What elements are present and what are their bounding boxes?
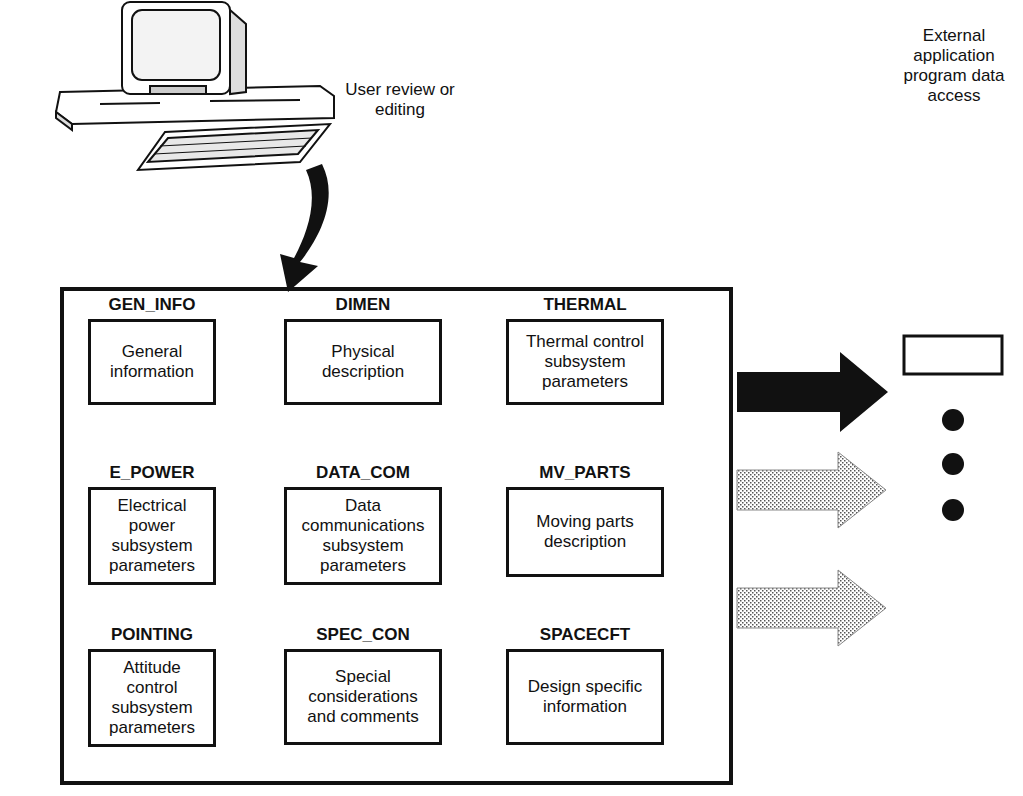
record-description: Physical description bbox=[293, 342, 433, 382]
record-box: Special considerations and comments bbox=[284, 649, 442, 745]
record-description: General information bbox=[97, 342, 207, 382]
record-box: Electrical power subsystem parameters bbox=[88, 487, 216, 585]
record-group: GEN_INFO General information bbox=[88, 295, 216, 405]
record-description: Thermal control subsystem parameters bbox=[515, 332, 655, 392]
record-group: THERMAL Thermal control subsystem paramet… bbox=[506, 295, 664, 405]
record-description: Attitude control subsystem parameters bbox=[97, 658, 207, 738]
record-name: E_POWER bbox=[88, 463, 216, 483]
record-name: SPEC_CON bbox=[284, 625, 442, 645]
data-file-box: GEN_INFO General information DIMEN Physical… bbox=[60, 287, 733, 785]
record-name: MV_PARTS bbox=[506, 463, 664, 483]
user-note: User review or editing bbox=[340, 80, 460, 120]
program-box bbox=[904, 336, 1002, 374]
record-description: Special considerations and comments bbox=[293, 667, 433, 727]
record-description: Electrical power subsystem parameters bbox=[97, 496, 207, 576]
record-description: Design specific information bbox=[515, 677, 655, 717]
record-description: Data communications subsystem parameters bbox=[293, 496, 433, 576]
record-name: GEN_INFO bbox=[88, 295, 216, 315]
record-box: Thermal control subsystem parameters bbox=[506, 319, 664, 405]
record-box: General information bbox=[88, 319, 216, 405]
record-box: Data communications subsystem parameters bbox=[284, 487, 442, 585]
record-box: Moving parts description bbox=[506, 487, 664, 577]
record-group: SPACECFT Design specific information bbox=[506, 625, 664, 745]
output-arrow bbox=[737, 452, 886, 528]
record-name: DIMEN bbox=[284, 295, 442, 315]
ellipsis-dot bbox=[942, 499, 964, 521]
record-group: MV_PARTS Moving parts description bbox=[506, 463, 664, 577]
output-note: External application program data access bbox=[898, 26, 1010, 106]
computer-icon bbox=[56, 2, 334, 170]
record-group: SPEC_CON Special considerations and comme… bbox=[284, 625, 442, 745]
ellipsis-dot bbox=[942, 453, 964, 475]
record-name: SPACECFT bbox=[506, 625, 664, 645]
record-box: Physical description bbox=[284, 319, 442, 405]
record-group: POINTING Attitude control subsystem param… bbox=[88, 625, 216, 747]
record-name: POINTING bbox=[88, 625, 216, 645]
record-group: DATA_COM Data communications subsystem pa… bbox=[284, 463, 442, 585]
input-arrow bbox=[280, 164, 329, 292]
output-arrow bbox=[737, 352, 888, 432]
record-description: Moving parts description bbox=[515, 512, 655, 552]
record-box: Attitude control subsystem parameters bbox=[88, 649, 216, 747]
output-arrow bbox=[737, 570, 886, 646]
record-box: Design specific information bbox=[506, 649, 664, 745]
record-group: DIMEN Physical description bbox=[284, 295, 442, 405]
record-group: E_POWER Electrical power subsystem parame… bbox=[88, 463, 216, 585]
record-name: THERMAL bbox=[506, 295, 664, 315]
ellipsis-dot bbox=[942, 409, 964, 431]
record-name: DATA_COM bbox=[284, 463, 442, 483]
